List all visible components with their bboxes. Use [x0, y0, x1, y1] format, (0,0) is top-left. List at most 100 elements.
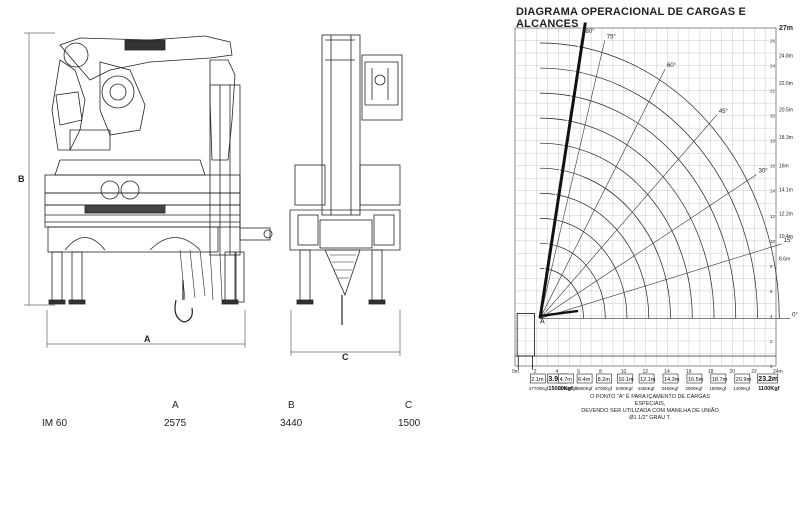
reach-value: 14.3m — [664, 377, 680, 383]
chart-footnote: O PONTO "A" É PARA IÇAMENTO DE CARGAS ES… — [580, 394, 720, 422]
boom-inner-line — [536, 22, 583, 319]
height-tick-label: 4 — [770, 314, 773, 319]
load-value: 3450Kgf — [662, 386, 680, 391]
angle-label: 0° — [792, 312, 798, 318]
reach-tick-label: 2 — [534, 369, 537, 375]
angle-ray — [539, 114, 718, 319]
reach-tick-label: 4 — [556, 369, 559, 375]
table-cell-b: 3440 — [280, 418, 303, 429]
dimension-b-label: B — [18, 174, 25, 184]
reach-tick-label: 22 — [751, 369, 757, 375]
load-value: 1800Kgf — [709, 386, 727, 391]
reach-box — [710, 373, 727, 384]
reach-box — [662, 373, 679, 384]
load-value: 6700Kgf — [595, 386, 613, 391]
load-value: 1400Kgf — [733, 386, 751, 391]
boom-extended — [538, 22, 587, 319]
height-tick-label: 26 — [770, 39, 776, 44]
height-mark-label: 18.3m — [779, 135, 793, 141]
reach-box — [638, 373, 655, 384]
table-header-c: C — [405, 400, 413, 411]
reach-box — [596, 373, 612, 384]
reach-value: 16.5m — [688, 377, 704, 383]
height-tick-label: 10 — [770, 239, 776, 244]
reach-box — [756, 373, 778, 384]
table-row-model: IM 60 — [42, 418, 68, 429]
reach-value: 6.4m — [578, 377, 591, 383]
reach-value: 20.9m — [736, 377, 752, 383]
height-tick-label: 12 — [770, 214, 776, 219]
reach-tick-label: 16 — [686, 369, 692, 375]
height-tick-label: 22 — [770, 89, 776, 94]
dimension-a-label: A — [144, 334, 151, 344]
height-tick-label: 16 — [770, 164, 776, 169]
reach-value: 8.2m — [598, 377, 611, 383]
reach-box — [734, 373, 751, 384]
height-tick-label: 6 — [770, 289, 773, 294]
table-cell-a: 2575 — [164, 418, 187, 429]
chart-footnote-line-2: DEVENDO SER UTILIZADA COM MANILHA DE UNI… — [581, 408, 719, 421]
height-mark-label: 8.6m — [779, 256, 790, 262]
height-tick-label: 18 — [770, 139, 776, 144]
reach-value: 3.9m — [548, 376, 564, 383]
table-cell-c: 1500 — [398, 418, 421, 429]
reach-tick-label: 14 — [664, 369, 670, 375]
dimension-c-label: C — [342, 352, 349, 362]
load-value: 12750Kgf — [557, 386, 577, 391]
height-tick-label: 20 — [770, 114, 776, 119]
height-mark-label: 16m — [779, 164, 789, 170]
load-value: 5300Kgf — [616, 386, 634, 391]
angle-ray — [539, 68, 666, 319]
angle-label: 80° — [585, 29, 595, 35]
height-mark-label: 27m — [779, 25, 793, 32]
chart-frame — [514, 27, 777, 367]
reach-box — [686, 373, 703, 384]
angle-label: 15° — [784, 238, 794, 244]
reach-tick-label: 24m — [773, 369, 783, 375]
reach-box — [617, 373, 633, 384]
reach-tick-label: 10 — [621, 369, 627, 375]
load-value: 1100Kgf — [758, 386, 779, 392]
reach-value: 23.2m — [758, 376, 778, 383]
reach-value: 2.1m — [531, 377, 544, 383]
height-tick-label: 14 — [770, 189, 776, 194]
reach-box — [558, 373, 574, 384]
reach-value: 12.1m — [640, 377, 656, 383]
angle-ray — [539, 174, 757, 319]
load-value: 15000Kgf — [548, 386, 573, 392]
load-value: 8900Kgf — [576, 386, 594, 391]
height-mark-label: 14.1m — [779, 187, 793, 193]
reach-tick-label: 12 — [643, 369, 649, 375]
reach-tick-label: 8 — [599, 369, 602, 375]
load-value: 4350Kgf — [638, 386, 656, 391]
height-mark-label: 20.5m — [779, 107, 793, 113]
reach-tick-label: 18 — [708, 369, 714, 375]
reach-value: 4.7m — [560, 377, 573, 383]
height-mark-label: 24.8m — [779, 54, 793, 60]
height-tick-label: 2 — [770, 339, 773, 344]
angle-label: 60° — [667, 63, 677, 69]
reach-tick-label: 20 — [730, 369, 736, 375]
reach-value: 10.1m — [618, 377, 634, 383]
reach-tick-label: 0m — [512, 369, 519, 375]
height-mark-label: 22.6m — [779, 81, 793, 87]
height-tick-label: 8 — [770, 264, 773, 269]
angle-ray — [539, 243, 782, 319]
crane-column — [516, 313, 535, 357]
table-header-a: A — [172, 400, 179, 411]
load-chart-title: DIAGRAMA OPERACIONAL DE CARGAS E ALCANCE… — [516, 6, 747, 30]
reach-box — [530, 373, 546, 384]
table-header-b: B — [288, 400, 295, 411]
angle-ray — [539, 40, 606, 319]
height-tick-label: 24 — [770, 64, 776, 69]
chart-footnote-line-1: O PONTO "A" É PARA IÇAMENTO DE CARGAS ES… — [590, 394, 710, 407]
load-value: 2900Kgf — [685, 386, 703, 391]
reach-box — [576, 373, 593, 384]
height-mark-label: 10.4m — [779, 234, 793, 240]
angle-label: 45° — [719, 109, 729, 115]
reach-tick-label: 6 — [577, 369, 580, 375]
height-mark-label: 12.2m — [779, 211, 793, 217]
point-a-label: A — [540, 318, 545, 325]
